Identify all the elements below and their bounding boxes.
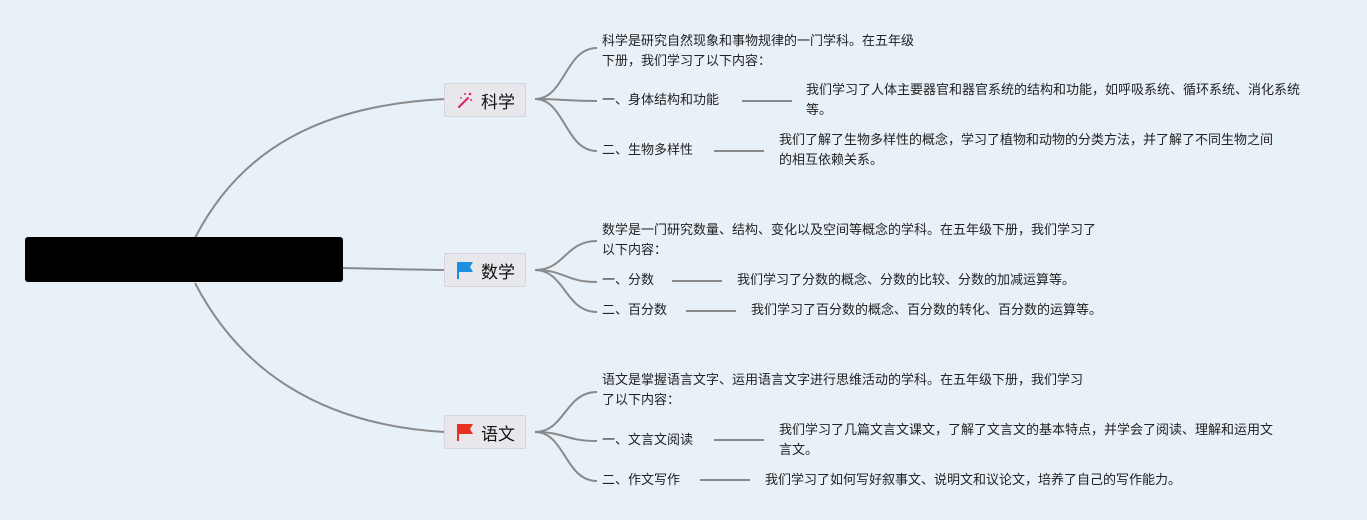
branch-math[interactable]: 数学 [444,253,526,287]
math-detail-1: 我们学习了分数的概念、分数的比较、分数的加减运算等。 [737,273,1076,288]
link-science-topic2 [534,98,598,152]
branch-chinese-label: 语文 [481,424,515,445]
science-topic-1[interactable]: 一、身体结构和功能 [602,93,720,108]
science-detail-1: 我们学习了人体主要器官和器官系统的结构和功能，如呼吸系统、循环系统、消化系统等。 [806,83,1301,118]
math-topic-2[interactable]: 二、百分数 [602,303,668,318]
branch-math-label: 数学 [481,262,515,283]
blue-flag-icon [455,260,475,280]
chinese-detail-1: 我们学习了几篇文言文课文，了解了文言文的基本特点，并学会了阅读、理解和运用文言文… [779,423,1274,458]
link-chinese-intro [534,391,598,433]
branch-science[interactable]: 科学 [444,83,526,117]
magic-wand-icon [455,90,475,110]
link-math-intro [534,240,598,271]
chinese-intro: 语文是掌握语言文字、运用语言文字进行思维活动的学科。在五年级下册，我们学习了以下… [602,373,1084,408]
link-root-math [342,267,446,271]
math-topic-1[interactable]: 一、分数 [602,273,655,288]
link-science-intro [534,47,598,100]
link-chinese-topic2 [534,431,598,482]
link-root-science [194,98,446,239]
link-math-topic2 [534,269,598,313]
chinese-topic-1[interactable]: 一、文言文阅读 [602,433,694,448]
root-node[interactable] [25,237,343,282]
math-intro: 数学是一门研究数量、结构、变化以及空间等概念的学科。在五年级下册，我们学习了以下… [602,223,1097,258]
chinese-detail-2: 我们学习了如何写好叙事文、说明文和议论文，培养了自己的写作能力。 [765,473,1182,488]
chinese-topic-2[interactable]: 二、作文写作 [602,473,681,488]
math-detail-2: 我们学习了百分数的概念、百分数的转化、百分数的运算等。 [751,303,1103,318]
science-intro: 科学是研究自然现象和事物规律的一门学科。在五年级下册，我们学习了以下内容： [602,34,915,69]
link-root-chinese [194,282,446,433]
science-topic-2[interactable]: 二、生物多样性 [602,143,694,158]
red-flag-icon [455,422,475,442]
science-detail-2: 我们了解了生物多样性的概念，学习了植物和动物的分类方法，并了解了不同生物之间的相… [779,133,1274,168]
branch-science-label: 科学 [481,92,515,113]
branch-chinese[interactable]: 语文 [444,415,526,449]
